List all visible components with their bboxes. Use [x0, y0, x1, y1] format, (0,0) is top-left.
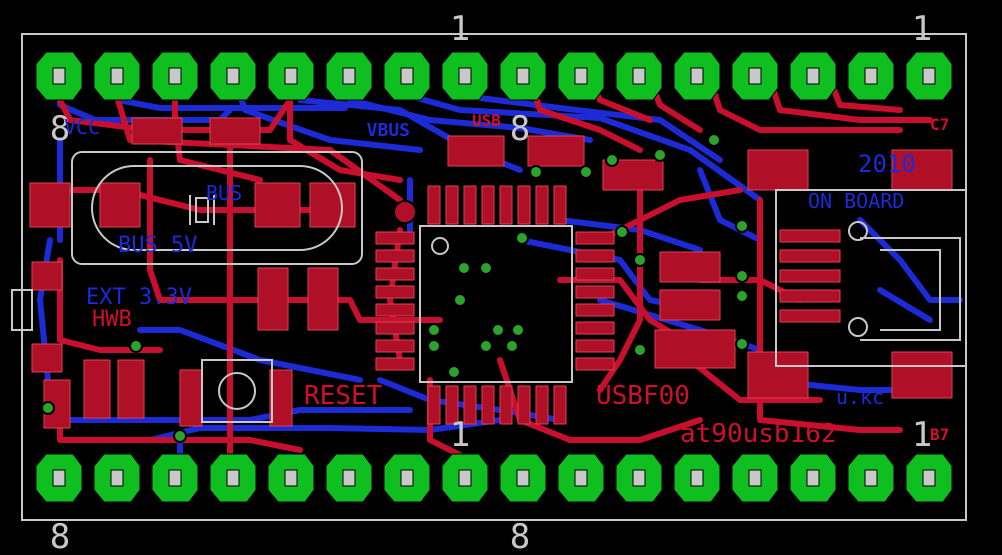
label-bus-mid: BUS [206, 181, 242, 205]
vias [41, 133, 749, 443]
label-vbus: VBUS [367, 120, 410, 141]
label-chip: at90usb162 [680, 419, 837, 449]
crystal-inner-outline [91, 165, 343, 251]
smd-pads [29, 117, 953, 429]
pin-marker-center-8-bottom: 8 [510, 517, 530, 555]
label-reset: RESET [304, 381, 383, 411]
chip-outline [419, 225, 573, 383]
label-c7: C7 [930, 115, 949, 134]
chip-pin1-marker [431, 237, 449, 255]
label-bus-5v: BUS 5V [118, 233, 197, 258]
label-b7: B7 [930, 425, 949, 444]
reset-button-outline [201, 359, 273, 423]
label-url-fragment: u.kc [836, 385, 884, 409]
crystal-symbol [189, 195, 215, 225]
pin-marker-top-right: 1 [912, 9, 932, 49]
header-bottom [35, 453, 953, 503]
pin-marker-bottom-center: 1 [450, 415, 470, 455]
label-usb: USB [472, 111, 501, 130]
reset-button-circle [218, 372, 256, 410]
label-ext-33v: EXT 3.3V [86, 285, 192, 310]
pin-marker-left-8-bottom: 8 [50, 517, 70, 555]
label-usbf00: USBF00 [596, 381, 690, 411]
board-labels: VBUS USB HWB RESET USBF00 at90usb162 EXT… [64, 111, 949, 449]
pin-marker-left-8-top: 8 [50, 109, 70, 149]
header-top [35, 51, 953, 101]
jumper-outline [11, 289, 33, 331]
usb-mount-hole-top [848, 221, 868, 241]
pin-marker-bottom-right: 1 [912, 415, 932, 455]
label-vcc: VCC [64, 115, 100, 139]
usb-connector-outline [775, 189, 967, 367]
label-year: 2010 [858, 150, 916, 178]
usb-mount-hole-bottom [848, 317, 868, 337]
chip-pads [375, 185, 615, 425]
label-hwb: HWB [92, 307, 132, 332]
label-on-board: ON BOARD [808, 189, 904, 213]
pin-marker-top-left: 1 [450, 9, 470, 49]
silkscreen-layer [11, 151, 967, 423]
pin-markers: 1 1 1 1 8 8 8 8 [50, 9, 932, 555]
pin-marker-center-8-top: 8 [510, 109, 530, 149]
crystal-outline [71, 151, 363, 265]
